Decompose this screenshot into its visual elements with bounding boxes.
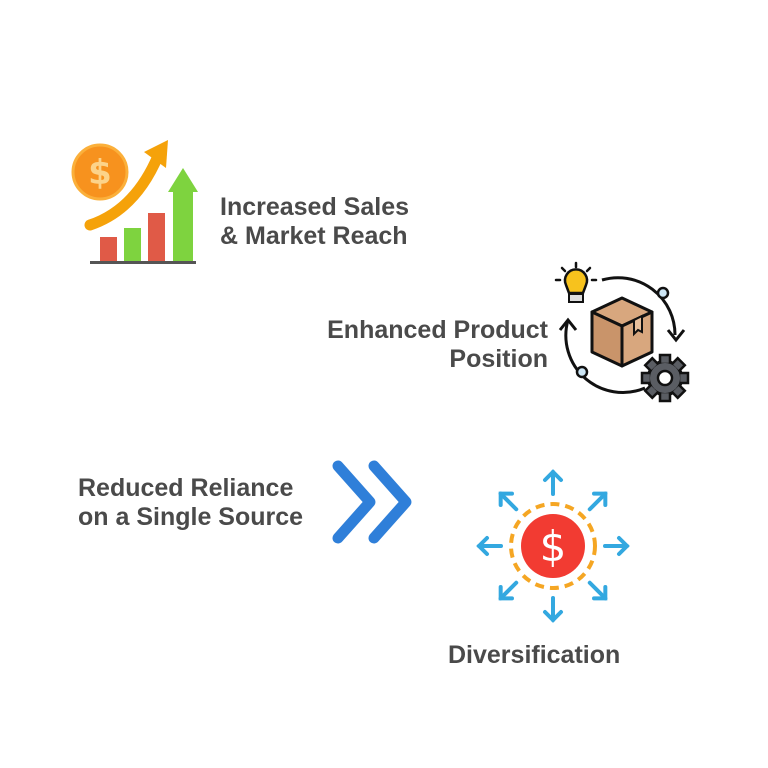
label-increased-sales: Increased Sales& Market Reach	[220, 193, 410, 250]
label-diversification: Diversification	[448, 641, 621, 669]
svg-text:$: $	[540, 522, 567, 571]
double-chevron-right-icon	[332, 460, 412, 544]
dollar-spread-icon: $	[477, 469, 629, 622]
svg-text:$: $	[88, 153, 112, 193]
sales-growth-chart-icon: $	[71, 140, 198, 264]
product-cycle-icon	[554, 261, 690, 403]
